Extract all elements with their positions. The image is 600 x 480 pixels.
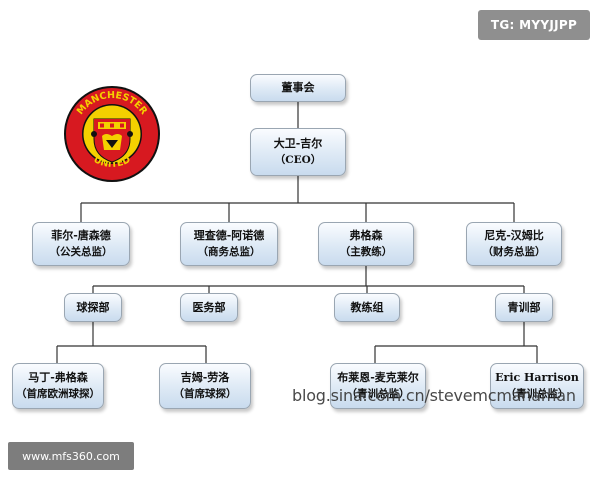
staff-name: 吉姆-劳洛 xyxy=(180,371,230,385)
staff-role: （首席欧洲球探） xyxy=(16,388,100,401)
staff-node: Eric Harrison （青训总监） xyxy=(490,363,584,409)
director-name: 理查德-阿诺德 xyxy=(193,229,265,243)
site-badge: www.mfs360.com xyxy=(8,442,134,470)
department-node: 青训部 xyxy=(495,293,553,322)
director-name: 弗格森 xyxy=(349,229,383,243)
blog-watermark: blog.sina.com.cn/stevemcmanaman xyxy=(292,386,576,405)
telegram-badge: TG: MYYJJPP xyxy=(478,10,590,40)
department-name: 青训部 xyxy=(507,300,541,314)
director-role: （主教练） xyxy=(339,246,393,259)
department-name: 教练组 xyxy=(350,300,384,314)
staff-role: （首席球探） xyxy=(173,388,237,401)
director-name: 菲尔-唐森德 xyxy=(51,229,111,243)
staff-name: Eric Harrison xyxy=(495,371,579,385)
staff-name: 马丁-弗格森 xyxy=(28,371,88,385)
department-node: 球探部 xyxy=(64,293,122,322)
staff-role: （青训总监） xyxy=(505,388,569,401)
director-node: 菲尔-唐森德 （公关总监） xyxy=(32,222,130,266)
director-node: 弗格森 （主教练） xyxy=(318,222,414,266)
staff-node: 布莱恩-麦克莱尔 （青训总监） xyxy=(330,363,426,409)
staff-node: 吉姆-劳洛 （首席球探） xyxy=(159,363,251,409)
director-node: 尼克-汉姆比 （财务总监） xyxy=(466,222,562,266)
board-title: 董事会 xyxy=(281,81,315,95)
ceo-role: （CEO） xyxy=(274,154,322,167)
department-name: 球探部 xyxy=(76,300,110,314)
board-node: 董事会 xyxy=(250,74,346,102)
department-name: 医务部 xyxy=(192,300,226,314)
staff-name: 布莱恩-麦克莱尔 xyxy=(337,371,419,385)
department-node: 教练组 xyxy=(334,293,400,322)
department-node: 医务部 xyxy=(180,293,238,322)
director-node: 理查德-阿诺德 （商务总监） xyxy=(180,222,278,266)
staff-node: 马丁-弗格森 （首席欧洲球探） xyxy=(12,363,104,409)
director-role: （财务总监） xyxy=(482,246,546,259)
ceo-name: 大卫-吉尔 xyxy=(273,137,323,151)
director-role: （商务总监） xyxy=(197,246,261,259)
manchester-united-crest-icon: MANCHESTER UNITED xyxy=(64,86,160,182)
director-name: 尼克-汉姆比 xyxy=(484,229,544,243)
ceo-node: 大卫-吉尔 （CEO） xyxy=(250,128,346,176)
director-role: （公关总监） xyxy=(49,246,113,259)
staff-role: （青训总监） xyxy=(346,388,410,401)
